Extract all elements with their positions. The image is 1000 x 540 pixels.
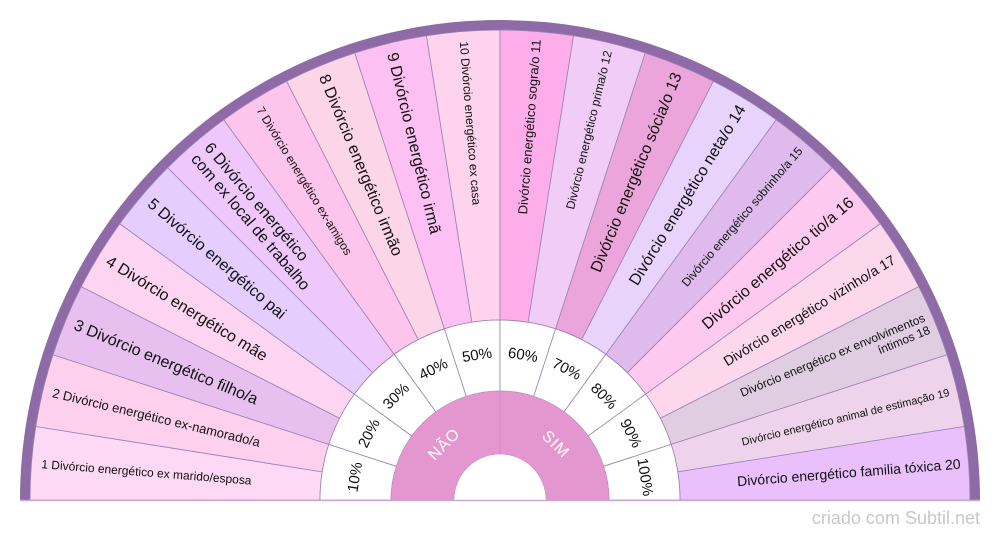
answer-yes[interactable]: SIM [499,390,610,501]
percent-ring: 10%20%30%40%50%60%70%80%90%100% [319,319,681,501]
percent-cell[interactable]: 20% [328,393,413,467]
percent-label: 10% [345,461,366,493]
percent-label: 50% [461,345,493,366]
percent-cell[interactable]: 30% [353,353,437,437]
answer-no[interactable]: NÃO [390,390,501,501]
percent-cell[interactable]: 70% [533,328,607,413]
answer-wedge[interactable] [499,390,610,501]
segment-1[interactable]: 1 Divórcio energético ex marido/esposa [29,426,323,501]
answer-wedge[interactable] [390,390,501,501]
segment-20[interactable]: Divórcio energético familia tóxica 20 [677,426,971,501]
percent-label: 60% [507,345,539,366]
percent-label: 100% [633,457,656,498]
segments: 1 Divórcio energético ex marido/esposa2 … [29,29,971,501]
segment-2[interactable]: 2 Divórcio energético ex-namorado/a [35,354,330,473]
segment-11[interactable]: Divórcio energético sogra/o 11 [499,29,574,323]
watermark: criado com Subtil.net [811,508,980,528]
